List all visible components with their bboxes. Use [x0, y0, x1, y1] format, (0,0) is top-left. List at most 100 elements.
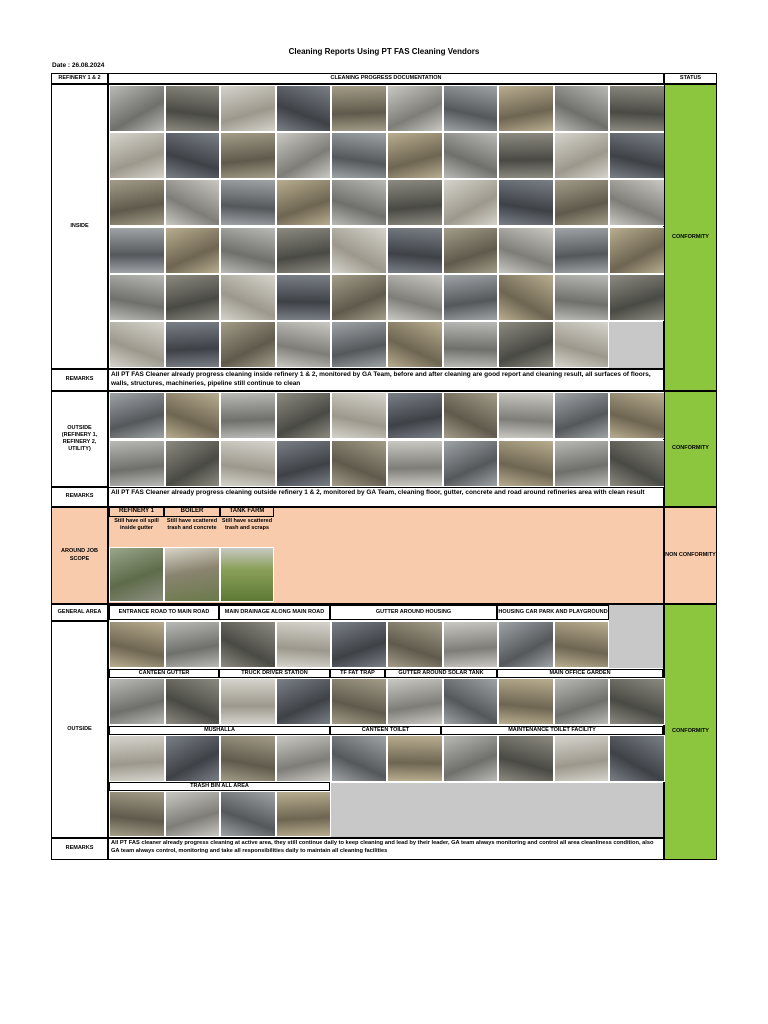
progress-photo [442, 735, 499, 782]
outside-refinery-label: OUTSIDE (REFINERY 1, REFINERY 2, UTILITY… [51, 391, 108, 487]
progress-photo [387, 621, 443, 668]
area-tank-farm: TANK FARM [220, 507, 274, 517]
progress-photo [275, 678, 332, 725]
progress-photo [220, 179, 276, 227]
progress-photo [609, 132, 665, 180]
photo-boiler [164, 547, 220, 602]
header-status: STATUS [664, 73, 717, 84]
progress-photo [442, 392, 499, 439]
general-area-label: GENERAL AREA [51, 604, 108, 621]
progress-photo [331, 273, 387, 321]
general-remarks-text: All PT FAS cleaner already progress clea… [108, 838, 664, 860]
report-title: Cleaning Reports Using PT FAS Cleaning V… [288, 47, 480, 56]
label-mushalla: MUSHALLA [109, 726, 330, 735]
progress-photo [275, 392, 332, 439]
progress-photo [109, 439, 165, 487]
label-trash-bin: TRASH BIN ALL AREA [109, 782, 330, 791]
progress-photo [331, 621, 387, 668]
label-entrance-road: ENTRANCE ROAD TO MAIN ROAD [109, 605, 219, 620]
label-maintenance-toilet: MAINTENANCE TOILET FACILITY [441, 726, 663, 735]
inside-photo-grid [108, 84, 664, 369]
progress-photo [109, 392, 165, 439]
progress-photo [442, 678, 499, 725]
progress-photo [109, 621, 165, 668]
empty-cell [609, 605, 663, 668]
progress-photo [387, 735, 443, 782]
label-canteen-toilet: CANTEEN TOILET [330, 726, 441, 735]
inside-label: INSIDE [51, 84, 108, 369]
photo-refinery-1-gutter [109, 547, 164, 602]
progress-photo [609, 179, 665, 227]
progress-photo [331, 179, 387, 227]
progress-photo [164, 179, 221, 227]
progress-photo [442, 132, 499, 180]
progress-photo [164, 621, 221, 668]
label-truck-driver: TRUCK DRIVER STATION [219, 669, 330, 678]
progress-photo [387, 439, 443, 487]
progress-photo [220, 226, 276, 274]
report-date: Date : 26.08.2024 [52, 62, 105, 69]
progress-photo [331, 85, 387, 132]
progress-photo [498, 179, 554, 227]
progress-photo [498, 273, 554, 321]
progress-photo [109, 85, 165, 132]
progress-photo [442, 321, 499, 368]
progress-photo [553, 273, 610, 321]
area-refinery-1: REFINERY 1 [109, 507, 164, 517]
label-gutter-solar-tank: GUTTER AROUND SOLAR TANK [385, 669, 497, 678]
outside-refinery-status: CONFORMITY [664, 391, 717, 507]
photo-tank-farm [220, 547, 274, 602]
progress-photo [387, 85, 443, 132]
progress-photo [220, 85, 276, 132]
progress-photo [442, 273, 499, 321]
label-main-drainage: MAIN DRAINAGE ALONG MAIN ROAD [219, 605, 330, 620]
job-scope-status: NON CONFORMITY [664, 507, 717, 604]
outside-photo-grid [108, 391, 664, 487]
progress-photo [387, 678, 443, 725]
progress-photo [498, 439, 554, 487]
progress-photo [498, 132, 554, 180]
progress-photo [275, 179, 332, 227]
progress-photo [553, 621, 610, 668]
progress-photo [331, 392, 387, 439]
progress-photo [220, 735, 276, 782]
progress-photo [553, 85, 610, 132]
label-housing-carpark: HOUSING CAR PARK AND PLAYGROUND [497, 605, 609, 620]
progress-photo [109, 226, 165, 274]
progress-photo [220, 392, 276, 439]
progress-photo [220, 439, 276, 487]
inside-remarks-text: All PT FAS Cleaner already progress clea… [108, 369, 664, 391]
inside-remarks-label: REMARKS [51, 369, 108, 391]
progress-photo [553, 179, 610, 227]
progress-photo [331, 439, 387, 487]
progress-photo [164, 226, 221, 274]
progress-photo [609, 226, 665, 274]
header-documentation: CLEANING PROGRESS DOCUMENTATION [108, 73, 664, 84]
issue-refinery-1: Still have oil spill inside gutter [114, 518, 159, 532]
progress-photo [609, 85, 665, 132]
progress-photo [331, 321, 387, 368]
progress-photo [442, 226, 499, 274]
progress-photo [553, 132, 610, 180]
progress-photo [609, 439, 665, 487]
progress-photo [164, 678, 221, 725]
progress-photo [442, 85, 499, 132]
progress-photo [164, 791, 221, 837]
outside-remarks-text: All PT FAS Cleaner already progress clea… [108, 487, 664, 507]
progress-photo [275, 132, 332, 180]
progress-photo [109, 791, 165, 837]
progress-photo [220, 621, 276, 668]
general-outside-label: OUTSIDE [51, 621, 108, 838]
progress-photo [109, 179, 165, 227]
progress-photo [609, 273, 665, 321]
progress-photo [220, 678, 276, 725]
progress-photo [609, 735, 665, 782]
progress-photo [387, 226, 443, 274]
progress-photo [387, 321, 443, 368]
general-remarks-label: REMARKS [51, 838, 108, 860]
progress-photo [331, 735, 387, 782]
progress-photo [164, 392, 221, 439]
progress-photo [275, 321, 332, 368]
progress-photo [331, 678, 387, 725]
progress-photo [220, 791, 276, 837]
